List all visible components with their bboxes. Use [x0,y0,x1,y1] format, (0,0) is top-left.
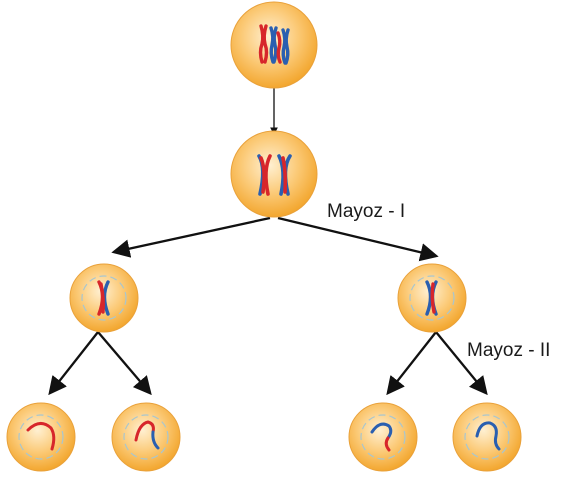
arrow-meiosis2-right-a [386,331,437,396]
arrow-meiosis2-left-a [48,331,99,396]
arrows [48,87,488,396]
daughter-cell-right [397,263,467,333]
gamete-cell-3 [348,402,418,472]
arrow-meiosis2-right-b [435,331,488,396]
daughter-cell-left [69,263,139,333]
parent-cell [230,1,318,89]
gamete-cell-2 [111,402,181,472]
nucleus-outline [123,414,169,460]
gamete-cell-4 [452,402,522,472]
chromosomes-parent [258,24,290,65]
chromatid-blue-tip [151,430,160,450]
chromosome-left-daughter [97,280,110,316]
nucleus-outline [81,275,127,321]
nucleus-outline [360,414,406,460]
chromatid-red-tip [384,436,391,452]
chromatid-red [26,422,56,451]
meiosis-2-label: Mayoz - II [467,340,551,361]
chromosome-right-daughter [425,280,438,316]
arrow-meiosis2-left-b [97,331,152,396]
nucleus-outline [464,414,510,460]
chromosomes-prophase [257,154,292,196]
prophase-cell [230,130,318,218]
meiosis-1-label: Mayoz - I [327,201,406,222]
chromatid-blue [370,422,393,440]
chromatid-blue [475,421,501,451]
nucleus-outline [409,275,455,321]
chromatid-red [134,420,155,442]
arrow-meiosis1-right [277,216,439,262]
gamete-cell-1 [6,402,76,472]
nucleus-outline [18,414,64,460]
arrow-meiosis1-left [111,216,271,258]
